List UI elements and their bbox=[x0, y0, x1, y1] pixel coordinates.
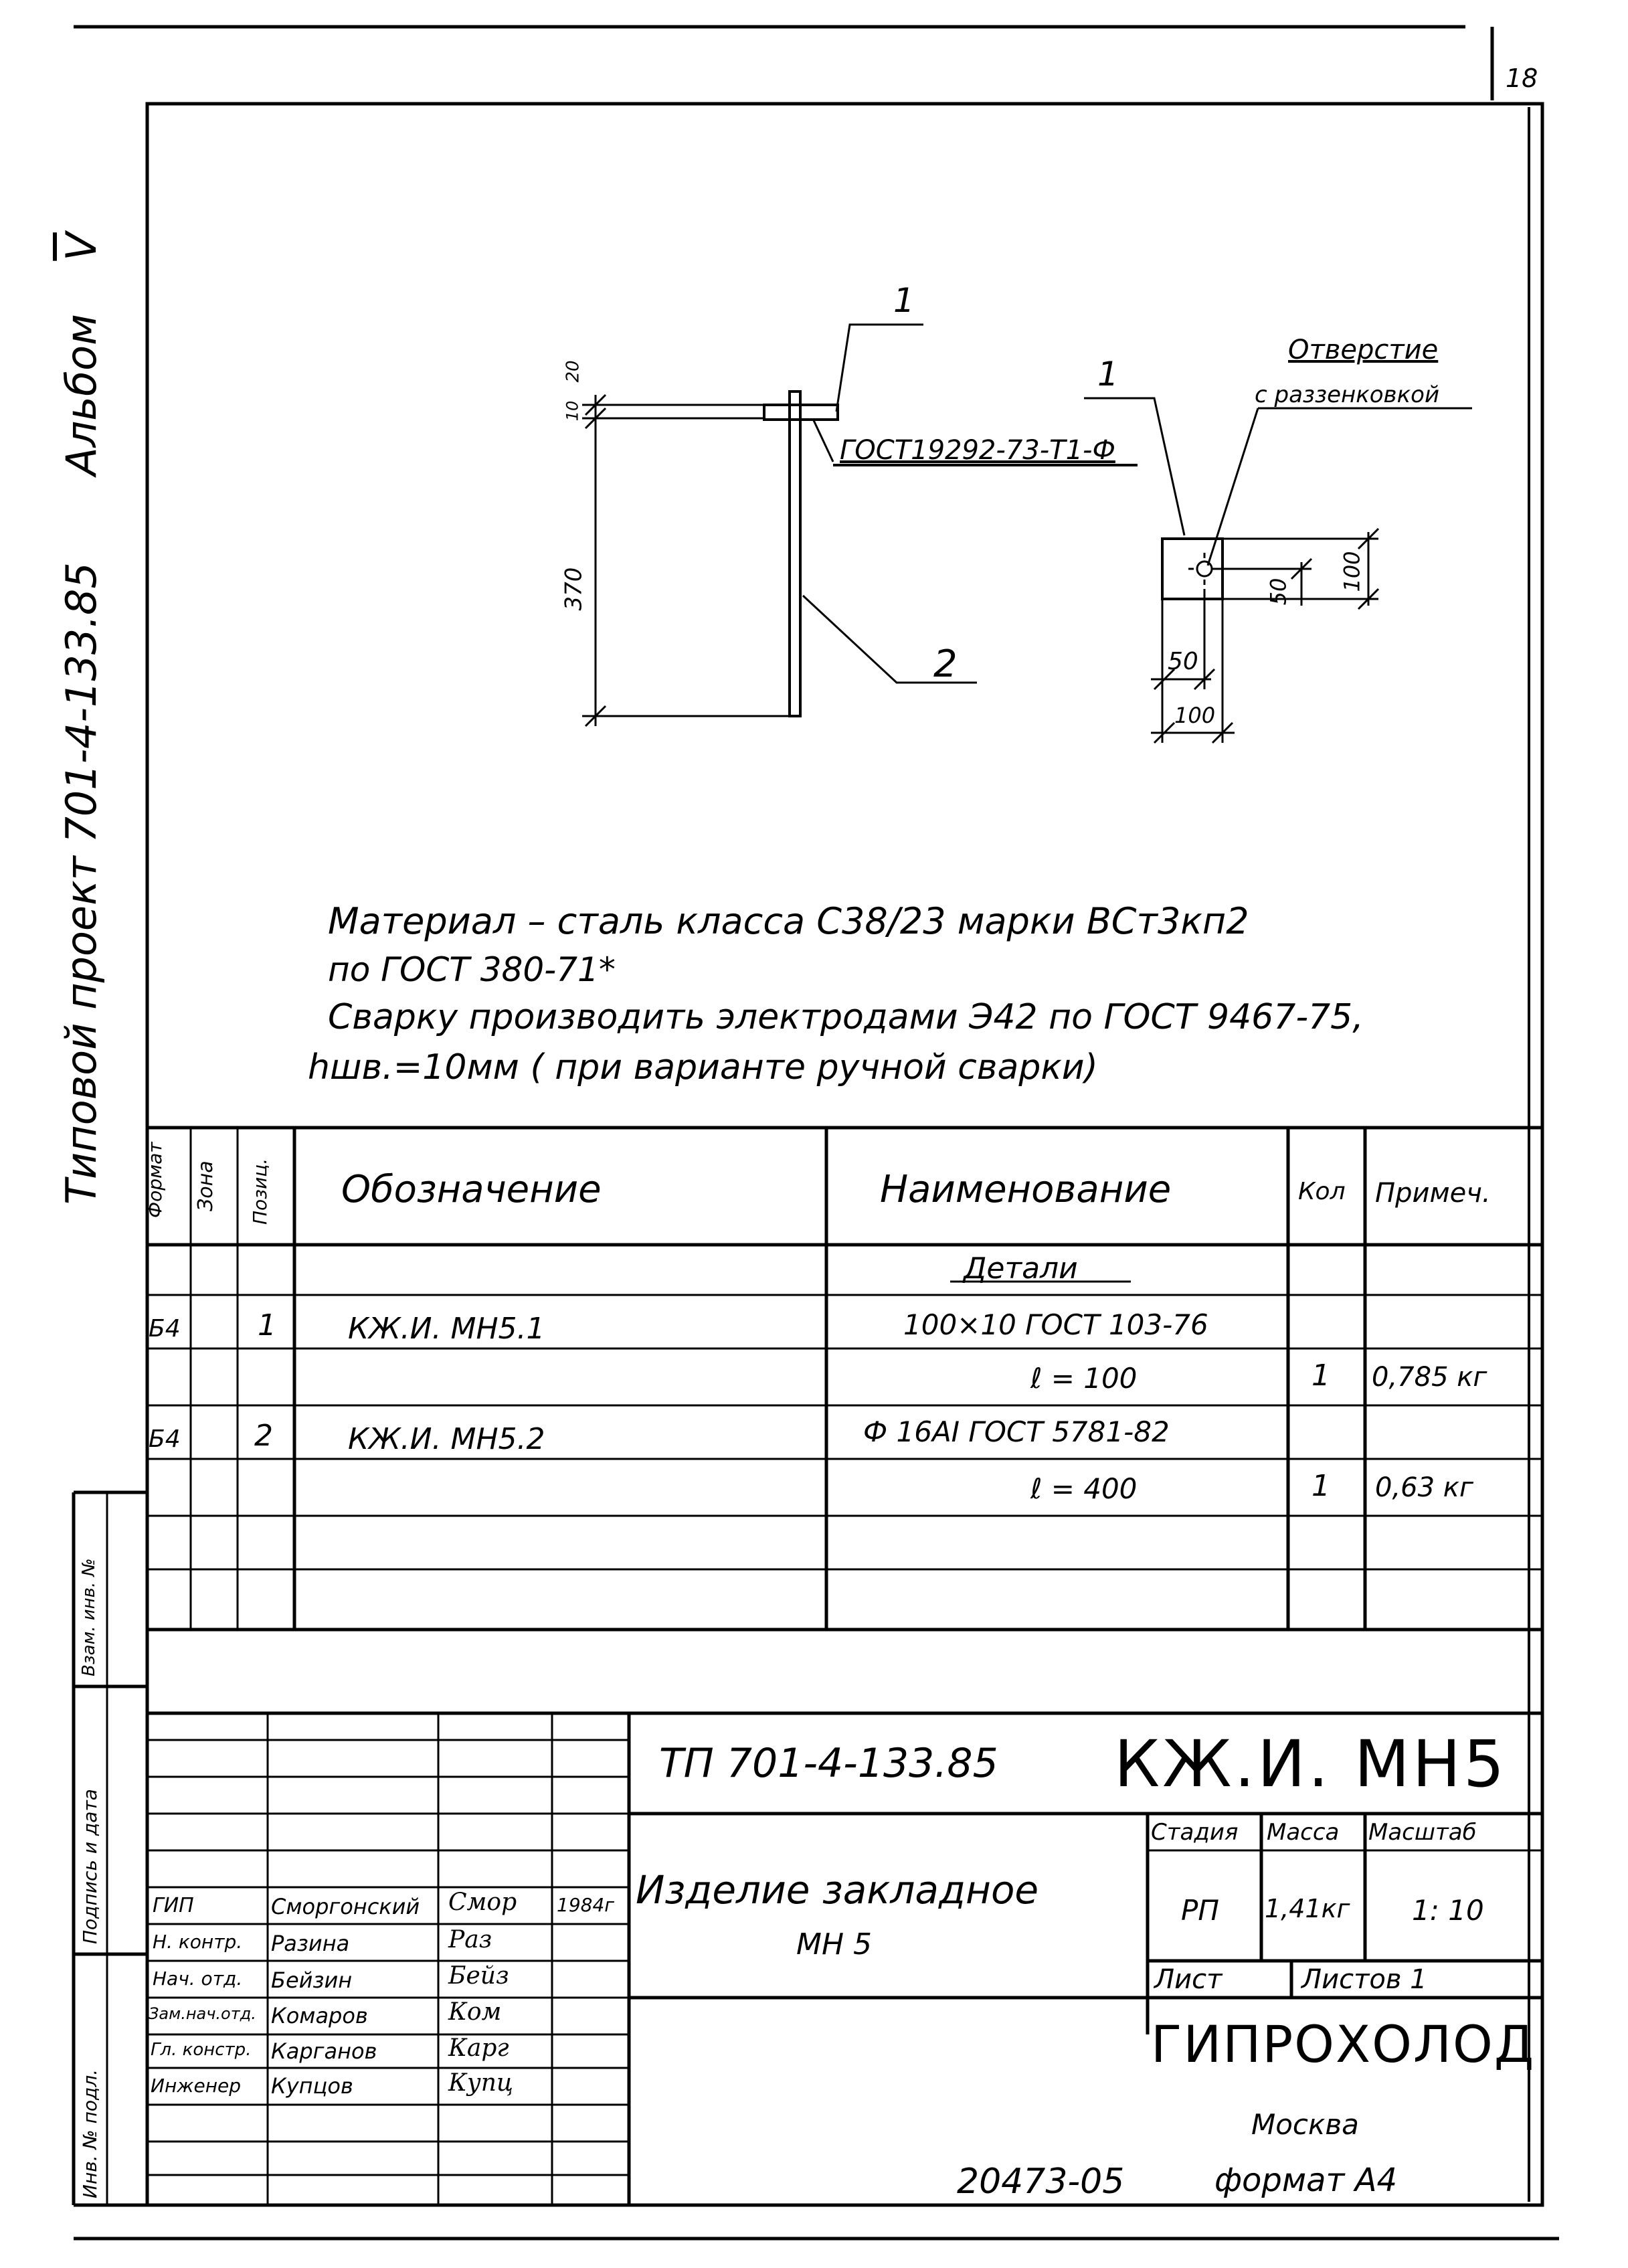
row4-note: 0,63 кг bbox=[1375, 1472, 1473, 1503]
header-position: Позиц. bbox=[249, 1158, 271, 1225]
plate-side-view bbox=[763, 404, 839, 421]
row3-designation: КЖ.И. МН5.2 bbox=[348, 1422, 545, 1456]
person-date: 1984г bbox=[557, 1894, 614, 1916]
person-name: Комаров bbox=[271, 2003, 368, 2028]
sheet-label: Лист bbox=[1154, 1964, 1223, 1995]
row1-position: 1 bbox=[258, 1308, 276, 1342]
project-code: ТП 701-4-133.85 bbox=[659, 1740, 998, 1787]
row1-name: 100×10 ГОСТ 103-76 bbox=[903, 1308, 1208, 1341]
row4-qty: 1 bbox=[1312, 1469, 1330, 1503]
dim-370: 370 bbox=[560, 567, 587, 611]
section-title: Детали bbox=[964, 1251, 1078, 1286]
item-title: Изделие закладное bbox=[636, 1867, 1039, 1913]
person-role: Гл. констр. bbox=[151, 2040, 252, 2060]
person-signature: Карг bbox=[448, 2034, 509, 2062]
callout-1-top: 1 bbox=[893, 281, 915, 320]
dim-100-horizontal: 100 bbox=[1174, 703, 1216, 728]
person-signature: Бейз bbox=[448, 1962, 509, 1990]
person-signature: Ком bbox=[448, 1998, 502, 2026]
person-name: Разина bbox=[271, 1931, 350, 1956]
organization-name: ГИПРОХОЛОД bbox=[1151, 2014, 1536, 2074]
person-role: ГИП bbox=[153, 1894, 194, 1917]
row2-name: ℓ = 100 bbox=[1030, 1362, 1138, 1395]
hole-note-line1: Отверстие bbox=[1288, 335, 1439, 365]
organization-city: Москва bbox=[1251, 2108, 1359, 2141]
callout-1-plan: 1 bbox=[1097, 355, 1119, 394]
note-gost: по ГОСТ 380-71* bbox=[328, 950, 616, 989]
person-role: Инженер bbox=[151, 2075, 242, 2097]
stamp-inv-original: Инв. № подл. bbox=[79, 2069, 101, 2198]
row4-name: ℓ = 400 bbox=[1030, 1472, 1138, 1505]
rebar-side-view bbox=[788, 390, 802, 717]
note-material: Материал – сталь класса С38/23 марки ВСт… bbox=[328, 900, 1249, 942]
callout-2: 2 bbox=[933, 642, 958, 686]
row3-name: Ф 16АI ГОСТ 5781-82 bbox=[863, 1415, 1170, 1448]
person-name: Бейзин bbox=[271, 1968, 353, 1993]
person-signature: Купц bbox=[448, 2069, 514, 2097]
stamp-inv-replaced: Взам. инв. № bbox=[79, 1558, 99, 1676]
person-name: Карганов bbox=[271, 2038, 377, 2064]
header-qty: Кол bbox=[1298, 1178, 1346, 1205]
header-note: Примеч. bbox=[1375, 1178, 1491, 1209]
header-name: Наименование bbox=[880, 1168, 1172, 1211]
person-role: Нач. отд. bbox=[153, 1968, 243, 1990]
scale-value: 1: 10 bbox=[1412, 1894, 1484, 1927]
dim-10: 10 bbox=[563, 400, 582, 422]
row2-note: 0,785 кг bbox=[1372, 1362, 1487, 1393]
scale-label: Масштаб bbox=[1368, 1819, 1477, 1846]
page-number: 18 bbox=[1506, 64, 1538, 93]
person-signature: Смор bbox=[448, 1889, 517, 1916]
row3-position: 2 bbox=[254, 1419, 273, 1453]
person-signature: Раз bbox=[448, 1926, 492, 1953]
sheets-label: Листов 1 bbox=[1301, 1964, 1427, 1995]
album-title: Типовой проект 701-4-133.85 Альбом V bbox=[57, 232, 106, 1205]
album-word: Альбом bbox=[57, 314, 106, 476]
document-code: КЖ.И. МН5 bbox=[1114, 1727, 1508, 1802]
mass-label: Масса bbox=[1267, 1819, 1340, 1846]
note-weld-size: hшв.=10мм ( при варианте ручной сварки) bbox=[308, 1047, 1098, 1087]
row1-format: Б4 bbox=[149, 1315, 181, 1342]
project-title: Типовой проект 701-4-133.85 bbox=[57, 562, 106, 1205]
dim-20: 20 bbox=[563, 360, 583, 383]
row1-designation: КЖ.И. МН5.1 bbox=[348, 1312, 545, 1346]
gost-label: ГОСТ19292-73-Т1-Ф bbox=[840, 435, 1115, 466]
album-number: V bbox=[57, 232, 106, 261]
countersunk-hole bbox=[1196, 560, 1213, 578]
stamp-sign-date: Подпись и дата bbox=[79, 1789, 101, 1944]
stage-label: Стадия bbox=[1151, 1819, 1239, 1846]
person-name: Сморгонский bbox=[271, 1894, 420, 1919]
person-role: Зам.нач.отд. bbox=[149, 2004, 256, 2023]
person-name: Купцов bbox=[271, 2073, 353, 2099]
note-welding: Сварку производить электродами Э42 по ГО… bbox=[328, 997, 1364, 1037]
row3-format: Б4 bbox=[149, 1425, 181, 1453]
header-designation: Обозначение bbox=[341, 1168, 602, 1211]
hole-note-line2: с раззенковкой bbox=[1255, 381, 1440, 408]
stage-value: РП bbox=[1181, 1894, 1219, 1927]
archive-number: 20473-05 bbox=[957, 2162, 1125, 2202]
dim-100-vertical: 100 bbox=[1339, 551, 1365, 592]
row2-qty: 1 bbox=[1312, 1359, 1330, 1393]
item-subtitle: МН 5 bbox=[796, 1927, 873, 1961]
paper-format: формат А4 bbox=[1214, 2162, 1398, 2199]
dim-50-horizontal: 50 bbox=[1168, 648, 1198, 675]
dim-50-vertical: 50 bbox=[1265, 578, 1291, 606]
mass-value: 1,41кг bbox=[1265, 1894, 1350, 1923]
header-format: Формат bbox=[144, 1142, 166, 1218]
person-role: Н. контр. bbox=[153, 1931, 243, 1953]
header-zone: Зона bbox=[194, 1160, 217, 1211]
